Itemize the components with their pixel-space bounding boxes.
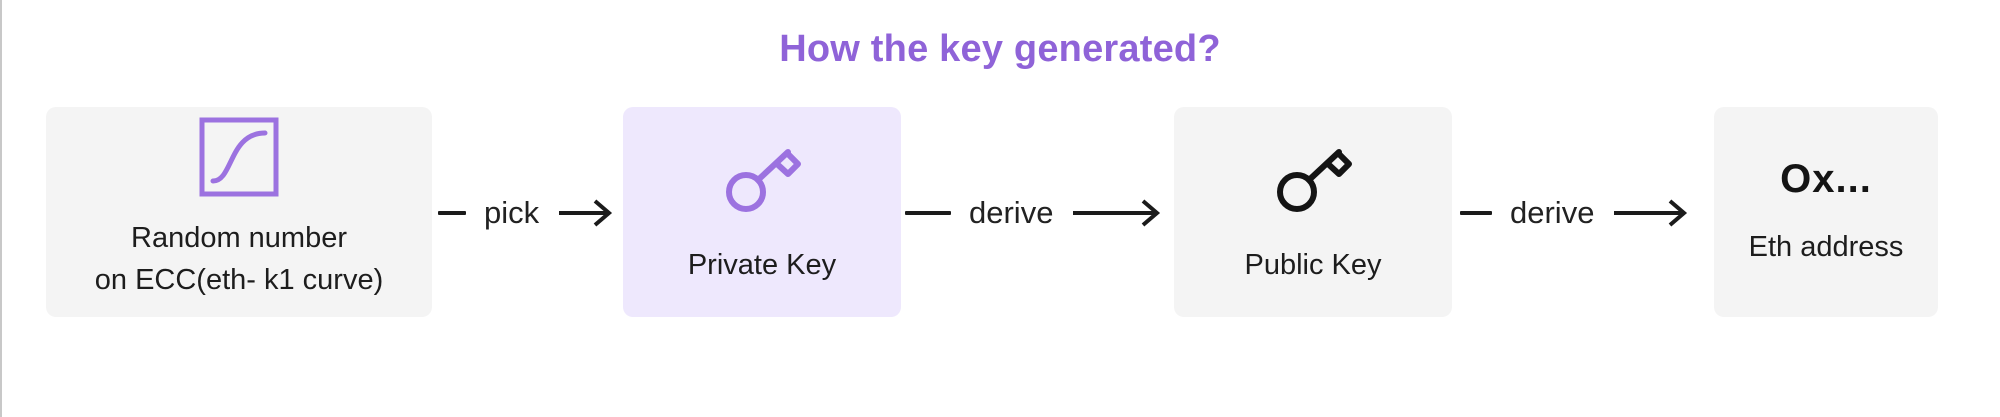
edge-label: pick [484, 195, 540, 230]
arrow-right-icon [1614, 199, 1688, 227]
arrow-right-icon [559, 199, 613, 227]
node-label: Eth address [1748, 230, 1904, 263]
edge-pick: pick [438, 188, 613, 238]
node-label: Private Key [687, 249, 837, 281]
node-random-number: Random number on ECC(eth- k1 curve) [46, 107, 432, 317]
edge-dash [905, 211, 951, 215]
left-border [0, 0, 2, 417]
node-label: Public Key [1244, 249, 1382, 281]
address-prefix: Ox... [1780, 156, 1872, 201]
edge-derive-address: derive [1460, 188, 1688, 238]
node-eth-address: Ox... Eth address [1714, 107, 1938, 317]
edge-derive-public: derive [905, 188, 1161, 238]
edge-label: derive [969, 195, 1054, 230]
node-label: Random number on ECC(eth- k1 curve) [94, 222, 384, 296]
s-curve-icon [199, 117, 279, 197]
diagram-title: How the key generated? [779, 28, 1221, 70]
edge-label: derive [1510, 195, 1595, 230]
key-icon [1277, 149, 1352, 212]
key-icon [726, 149, 801, 212]
edge-dash [1460, 211, 1492, 215]
node-private-key: Private Key [623, 107, 901, 317]
edge-dash [438, 211, 466, 215]
node-public-key: Public Key [1174, 107, 1452, 317]
arrow-right-icon [1073, 199, 1161, 227]
